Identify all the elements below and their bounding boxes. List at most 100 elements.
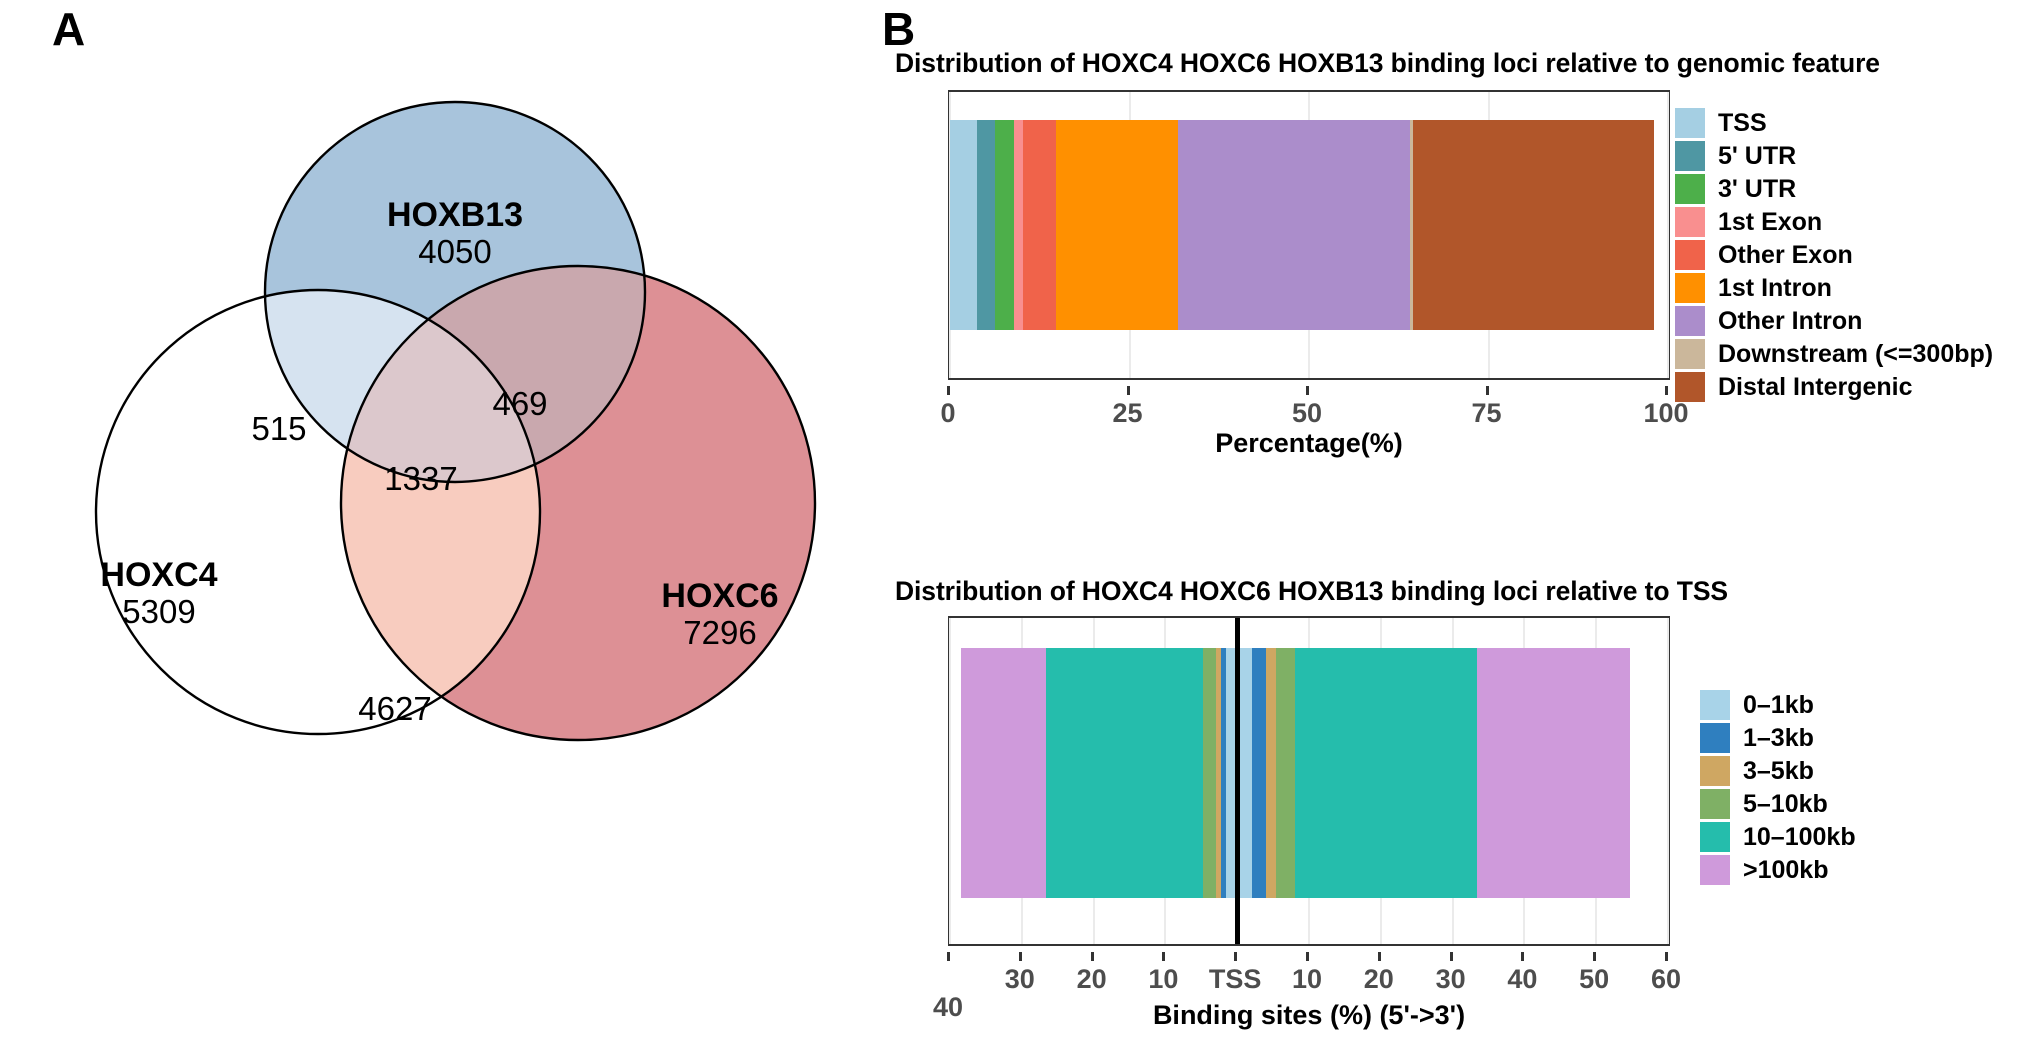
legend-item-other-exon[interactable]: Other Exon xyxy=(1675,240,1993,270)
tick-mark-1 xyxy=(1126,386,1130,395)
chart1-stacked-bar xyxy=(950,120,1654,330)
bar-segment-3-5kb-upstream xyxy=(1216,648,1221,898)
venn-set-label-hoxc4: HOXC4 5309 xyxy=(64,556,254,631)
legend-label: Distal Intergenic xyxy=(1718,372,1913,401)
legend-label: 1–3kb xyxy=(1743,723,1814,752)
legend-swatch-icon xyxy=(1675,306,1705,336)
tick-mark-5 xyxy=(1306,952,1309,961)
chart2-x-axis-title: Binding sites (%) (5'->3') xyxy=(1152,1000,1466,1030)
tick-label-20: 20 xyxy=(1363,964,1394,994)
tick-mark-4 xyxy=(1665,386,1668,395)
bar-segment-5-10kb-downstream xyxy=(1275,648,1295,898)
bar-segment-tss xyxy=(950,120,978,330)
bar-segment-other-exon xyxy=(1023,120,1057,330)
legend-swatch-icon xyxy=(1675,174,1705,204)
legend-label: 5–10kb xyxy=(1743,789,1828,818)
legend-label: 3–5kb xyxy=(1743,756,1814,785)
tick-label-30: 30 xyxy=(1435,964,1466,994)
panel-a-venn: A xyxy=(0,0,900,1040)
legend-label: 1st Exon xyxy=(1718,207,1823,236)
bar-segment-0-1kb-upstream xyxy=(1225,648,1238,898)
bar-segment-distal-intergenic xyxy=(1413,120,1654,330)
legend-swatch-icon xyxy=(1700,789,1730,819)
tick-mark-2 xyxy=(1090,952,1094,961)
tick-label-50: 50 xyxy=(1291,398,1323,428)
bar-segment-1-3kb-upstream xyxy=(1220,648,1226,898)
chart1-plot-area xyxy=(948,90,1670,380)
venn-set-label-hoxc6: HOXC6 7296 xyxy=(620,577,820,652)
venn-outline-hoxc6 xyxy=(339,264,817,742)
legend-item-tss[interactable]: TSS xyxy=(1675,108,1993,138)
panel-b-letter: B xyxy=(882,3,916,55)
tick-mark-6 xyxy=(1377,952,1381,961)
legend-label: 1st Intron xyxy=(1718,273,1832,302)
bar-segment-100kb-downstream xyxy=(1476,648,1630,898)
bar-segment-10-100kb-upstream xyxy=(1046,648,1204,898)
chart2-tss-marker-line xyxy=(1235,618,1241,944)
tick-mark-3 xyxy=(1485,386,1489,395)
chart2-plot-area xyxy=(948,616,1670,946)
legend-label: 3' UTR xyxy=(1718,174,1797,203)
bar-segment-1st-intron xyxy=(1056,120,1178,330)
legend-item-0-1kb[interactable]: 0–1kb xyxy=(1700,690,1856,720)
legend-swatch-icon xyxy=(1700,723,1730,753)
bar-segment-1st-exon xyxy=(1013,120,1024,330)
legend-label: 10–100kb xyxy=(1743,822,1856,851)
gridline-10 xyxy=(1667,618,1669,944)
tick-mark-2 xyxy=(1306,386,1309,395)
legend-swatch-icon xyxy=(1700,690,1730,720)
tick-mark-0 xyxy=(947,386,950,395)
legend-label: TSS xyxy=(1718,108,1767,137)
venn-count-b13-c6: 469 xyxy=(492,385,548,422)
legend-swatch-icon xyxy=(1675,372,1705,402)
gridline-4 xyxy=(1667,92,1669,378)
legend-item-downstream-300bp[interactable]: Downstream (<=300bp) xyxy=(1675,339,1993,369)
legend-item-100kb[interactable]: >100kb xyxy=(1700,855,1856,885)
legend-swatch-icon xyxy=(1700,855,1730,885)
bar-segment-1-3kb-downstream xyxy=(1251,648,1266,898)
venn-set-name-hoxc6: HOXC6 xyxy=(661,577,779,615)
bar-segment-10-100kb-downstream xyxy=(1294,648,1477,898)
legend-label: >100kb xyxy=(1743,855,1829,884)
chart2-legend: 0–1kb 1–3kb 3–5kb 5–10kb 10–100kb >100kb xyxy=(1700,690,1856,888)
chart1-x-axis-title: Percentage(%) xyxy=(1215,428,1403,458)
legend-item-3-utr[interactable]: 3' UTR xyxy=(1675,174,1993,204)
bar-segment-3-5kb-downstream xyxy=(1265,648,1276,898)
legend-swatch-icon xyxy=(1700,756,1730,786)
legend-item-1-3kb[interactable]: 1–3kb xyxy=(1700,723,1856,753)
venn-count-c4-c6: 4627 xyxy=(358,690,432,727)
legend-item-other-intron[interactable]: Other Intron xyxy=(1675,306,1993,336)
tick-mark-0 xyxy=(947,952,950,961)
tick-mark-1 xyxy=(1018,952,1022,961)
venn-outline-hoxc4 xyxy=(94,288,542,736)
legend-swatch-icon xyxy=(1675,339,1705,369)
tick-mark-10 xyxy=(1665,952,1668,961)
legend-item-3-5kb[interactable]: 3–5kb xyxy=(1700,756,1856,786)
legend-label: Other Intron xyxy=(1718,306,1863,335)
bar-segment-5-10kb-upstream xyxy=(1203,648,1217,898)
legend-item-distal-intergenic[interactable]: Distal Intergenic xyxy=(1675,372,1993,402)
chart2-stacked-bar xyxy=(961,648,1630,898)
legend-item-1st-intron[interactable]: 1st Intron xyxy=(1675,273,1993,303)
legend-item-5-utr[interactable]: 5' UTR xyxy=(1675,141,1993,171)
legend-swatch-icon xyxy=(1675,273,1705,303)
chart2-title: Distribution of HOXC4 HOXC6 HOXB13 bindi… xyxy=(895,576,1728,606)
legend-label: Downstream (<=300bp) xyxy=(1718,339,1994,368)
legend-item-10-100kb[interactable]: 10–100kb xyxy=(1700,822,1856,852)
tick-mark-7 xyxy=(1449,952,1453,961)
bar-segment-3-utr xyxy=(994,120,1014,330)
legend-item-1st-exon[interactable]: 1st Exon xyxy=(1675,207,1993,237)
legend-swatch-icon xyxy=(1675,108,1705,138)
venn-diagram xyxy=(94,100,817,742)
venn-count-c4-b13: 515 xyxy=(251,410,307,447)
tick-label-10: 10 xyxy=(1148,964,1179,994)
chart1-title: Distribution of HOXC4 HOXC6 HOXB13 bindi… xyxy=(895,48,1880,78)
legend-item-5-10kb[interactable]: 5–10kb xyxy=(1700,789,1856,819)
legend-label: Other Exon xyxy=(1718,240,1853,269)
tick-label-20: 20 xyxy=(1076,964,1107,994)
venn-count-triple: 1337 xyxy=(384,460,458,497)
